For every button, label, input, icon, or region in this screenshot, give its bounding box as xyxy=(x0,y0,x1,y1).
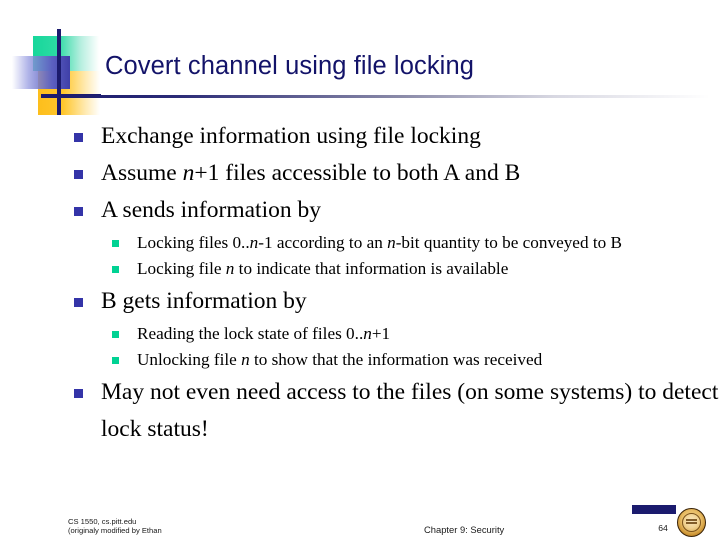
bullet-square-icon xyxy=(74,133,83,142)
sub-bullet-square-icon xyxy=(112,356,119,364)
seal-emblem xyxy=(686,519,697,526)
vertical-line-icon xyxy=(57,29,61,115)
blue-square-icon xyxy=(12,56,70,89)
bullet-text: Exchange information using file locking xyxy=(101,123,481,149)
sub-bullet-square-icon xyxy=(112,331,119,338)
sub-bullet-item: Reading the lock state of files 0..n+1 xyxy=(0,321,720,347)
bullet-text: Locking file n to indicate that informat… xyxy=(137,258,509,278)
bullet-item: Exchange information using file locking xyxy=(0,118,720,155)
bullet-square-icon xyxy=(74,207,83,216)
sub-bullet-item: Unlocking file n to show that the inform… xyxy=(0,347,720,373)
bullet-text: B gets information by xyxy=(101,288,307,314)
bullet-square-icon xyxy=(74,298,83,307)
bullet-square-icon xyxy=(74,170,83,179)
bullet-text: Assume n+1 files accessible to both A an… xyxy=(101,160,521,186)
bullet-text: Locking files 0..n-1 according to an n-b… xyxy=(137,233,622,252)
sub-bullet-square-icon xyxy=(112,240,119,247)
sub-bullet-square-icon xyxy=(112,265,119,273)
sub-bullet-list: Locking files 0..n-1 according to an n-b… xyxy=(0,230,720,281)
footer-attribution-line2: (originaly modified by Ethan xyxy=(68,526,162,536)
green-square-icon xyxy=(33,36,99,71)
bullet-square-icon xyxy=(74,389,83,398)
sub-bullet-item: Locking files 0..n-1 according to an n-b… xyxy=(0,230,720,256)
bullet-text: Reading the lock state of files 0..n+1 xyxy=(137,324,391,343)
bullet-item: B gets information by xyxy=(0,283,720,320)
footer-bar xyxy=(632,505,676,514)
slide-title: Covert channel using file locking xyxy=(105,52,475,80)
bullet-item: May not even need access to the files (o… xyxy=(0,374,720,448)
footer-attribution-line1: CS 1550, cs.pitt.edu xyxy=(68,517,137,526)
bullet-text: A sends information by xyxy=(101,197,321,223)
footer-chapter: Chapter 9: Security xyxy=(424,524,505,535)
sub-bullet-group: Locking files 0..n-1 according to an n-b… xyxy=(0,230,720,281)
slide-number: 64 xyxy=(658,523,668,533)
footer-attribution: CS 1550, cs.pitt.edu (originaly modified… xyxy=(68,517,162,536)
yellow-square-icon xyxy=(38,71,100,115)
bullet-item: Assume n+1 files accessible to both A an… xyxy=(0,155,720,192)
bullet-item: A sends information by xyxy=(0,192,720,229)
title-divider xyxy=(62,95,710,98)
university-seal-icon xyxy=(677,508,706,537)
bullet-text: May not even need access to the files (o… xyxy=(101,379,719,442)
bullet-text: Unlocking file n to show that the inform… xyxy=(137,349,543,369)
sub-bullet-item: Locking file n to indicate that informat… xyxy=(0,256,720,282)
